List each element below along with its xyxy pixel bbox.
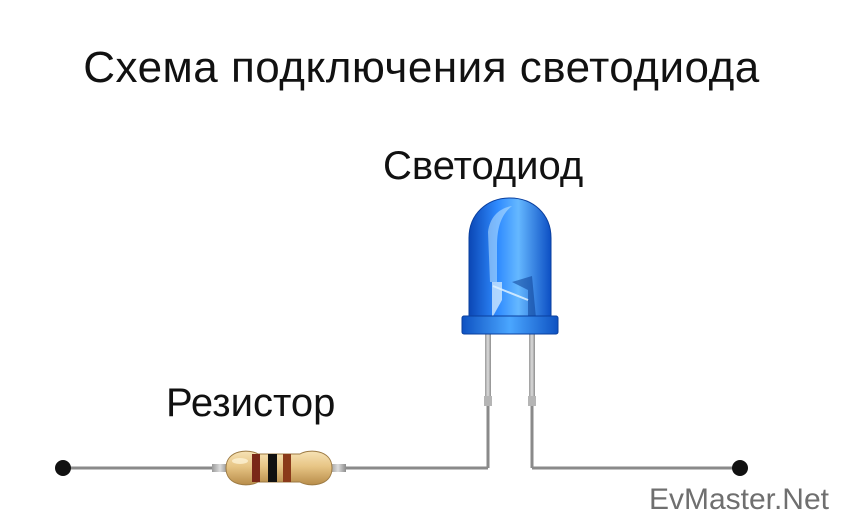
terminal-right (732, 460, 748, 476)
diagram-title: Схема подключения светодиода (83, 43, 760, 92)
resistor-band-1 (252, 454, 260, 482)
resistor (212, 450, 346, 486)
resistor-band-3 (283, 454, 291, 482)
terminal-left (55, 460, 71, 476)
wire-left (63, 338, 490, 470)
resistor-band-2 (268, 454, 277, 482)
watermark: EvMaster.Net (648, 483, 829, 516)
led (461, 197, 559, 406)
led-label: Светодиод (383, 144, 584, 188)
resistor-label: Резистор (166, 381, 336, 425)
wire-right (530, 338, 740, 470)
